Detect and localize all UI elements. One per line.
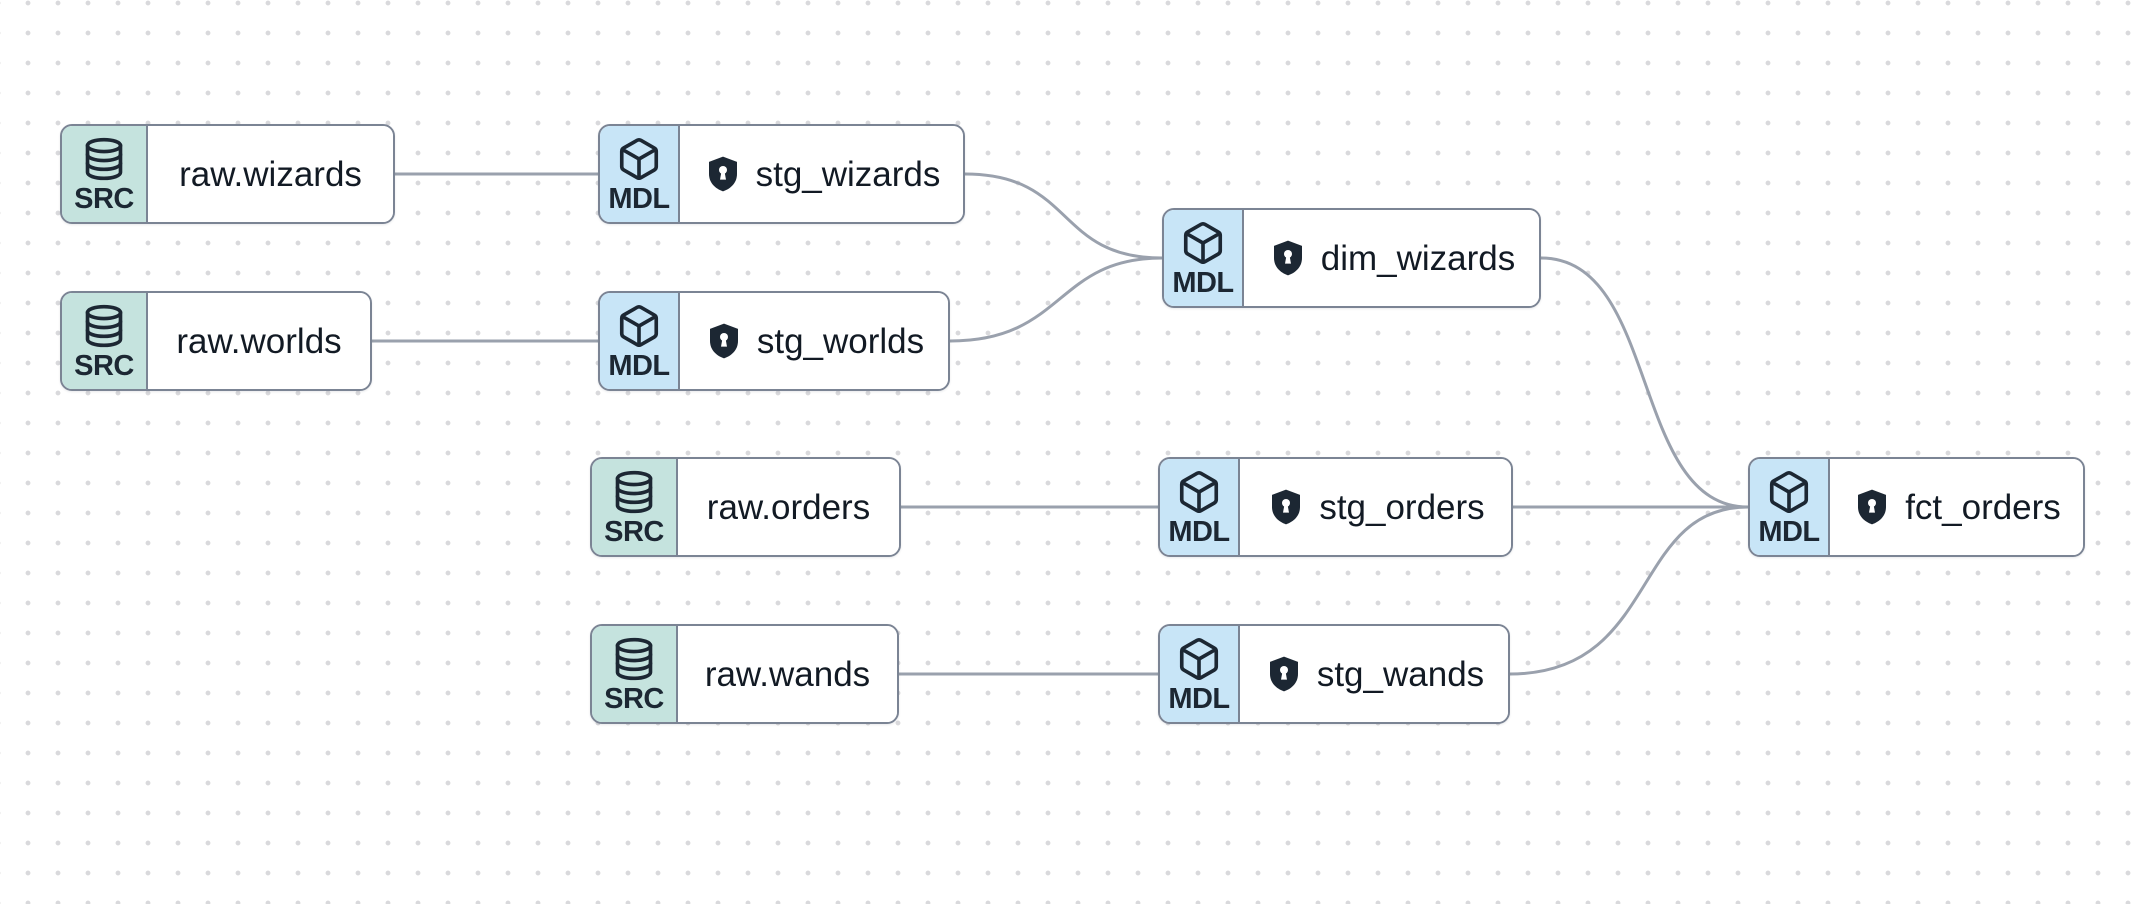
node-type-cell: SRC (62, 293, 148, 389)
node-body: stg_worlds (680, 293, 948, 389)
database-icon (615, 470, 653, 514)
node-label: stg_worlds (756, 321, 925, 361)
edge-stg_worlds-dim_wizards (949, 256, 1163, 343)
node-type-cell: SRC (592, 459, 678, 555)
node-type-badge: MDL (1168, 516, 1230, 548)
node-stg-wands[interactable]: MDL stg_wands (1158, 624, 1510, 724)
node-dim-wizards[interactable]: MDL dim_wizards (1162, 208, 1541, 308)
node-type-badge: MDL (608, 350, 670, 382)
node-stg-worlds[interactable]: MDL stg_worlds (598, 291, 950, 391)
node-body: stg_wands (1240, 626, 1508, 722)
node-type-cell: SRC (592, 626, 678, 722)
node-label: fct_orders (1905, 487, 2061, 527)
node-type-badge: MDL (1172, 267, 1234, 299)
node-type-badge: SRC (74, 183, 134, 215)
node-label: raw.wands (704, 654, 871, 694)
edge-stg_wizards-dim_wizards (964, 172, 1163, 260)
cube-icon (619, 138, 659, 180)
cube-icon (1769, 471, 1809, 513)
contract-shield-icon (709, 323, 738, 359)
node-body: raw.wands (678, 626, 897, 722)
node-body: stg_wizards (680, 126, 963, 222)
node-type-badge: MDL (608, 183, 670, 215)
contract-shield-icon (708, 156, 737, 192)
node-stg-orders[interactable]: MDL stg_orders (1158, 457, 1513, 557)
node-label: raw.worlds (176, 321, 342, 361)
contract-shield-icon (1273, 240, 1302, 276)
cube-icon (1179, 471, 1219, 513)
node-stg-wizards[interactable]: MDL stg_wizards (598, 124, 965, 224)
node-type-badge: SRC (74, 350, 134, 382)
cube-icon (1183, 222, 1223, 264)
node-label: stg_orders (1319, 487, 1485, 527)
node-label: dim_wizards (1320, 238, 1516, 278)
node-type-cell: MDL (1750, 459, 1830, 555)
node-label: raw.orders (706, 487, 871, 527)
cube-icon (1179, 638, 1219, 680)
node-label: raw.wizards (179, 154, 362, 194)
node-fct-orders[interactable]: MDL fct_orders (1748, 457, 2085, 557)
node-type-badge: MDL (1168, 683, 1230, 715)
node-body: raw.wizards (148, 126, 393, 222)
node-type-badge: SRC (604, 516, 664, 548)
contract-shield-icon (1272, 489, 1301, 525)
node-label: stg_wizards (755, 154, 941, 194)
database-icon (85, 137, 123, 181)
node-raw-wands[interactable]: SRC raw.wands (590, 624, 899, 724)
node-type-badge: MDL (1758, 516, 1820, 548)
node-type-cell: MDL (1160, 626, 1240, 722)
contract-shield-icon (1269, 656, 1298, 692)
edge-stg_wands-fct_orders (1509, 505, 1749, 676)
contract-shield-icon (1858, 489, 1887, 525)
node-type-cell: MDL (1160, 459, 1240, 555)
cube-icon (619, 305, 659, 347)
node-body: fct_orders (1830, 459, 2083, 555)
node-body: stg_orders (1240, 459, 1511, 555)
node-type-cell: SRC (62, 126, 148, 222)
node-raw-wizards[interactable]: SRC raw.wizards (60, 124, 395, 224)
node-raw-orders[interactable]: SRC raw.orders (590, 457, 901, 557)
node-type-cell: MDL (600, 126, 680, 222)
database-icon (615, 637, 653, 681)
node-raw-worlds[interactable]: SRC raw.worlds (60, 291, 372, 391)
node-type-cell: MDL (600, 293, 680, 389)
edge-dim_wizards-fct_orders (1540, 256, 1749, 509)
node-body: dim_wizards (1244, 210, 1539, 306)
node-body: raw.worlds (148, 293, 370, 389)
node-label: stg_wands (1316, 654, 1485, 694)
database-icon (85, 304, 123, 348)
node-type-badge: SRC (604, 683, 664, 715)
node-type-cell: MDL (1164, 210, 1244, 306)
node-body: raw.orders (678, 459, 899, 555)
